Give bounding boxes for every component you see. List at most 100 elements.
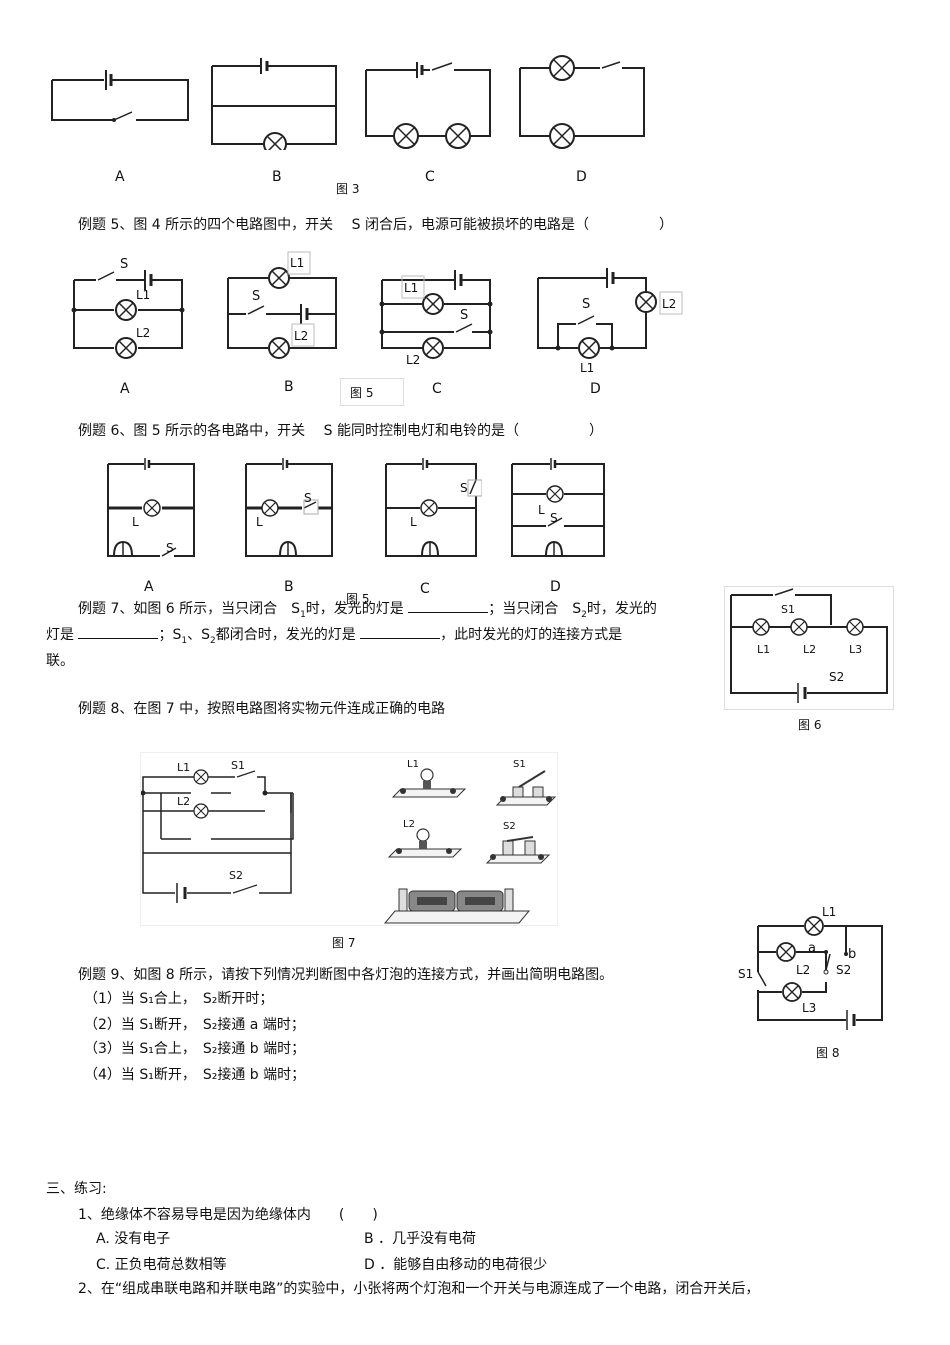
ex6-circuit-c: L S <box>382 456 482 564</box>
ex5c-s-label: S <box>460 308 468 323</box>
ex7-q-part4: 时，发光的 <box>586 601 657 617</box>
ex5-label-a: A <box>120 381 130 397</box>
ex7-question-line2: 灯是 ；S1、S2都闭合时，发光的灯是 ，此时发光的灯的连接方式是 <box>46 626 623 646</box>
practice-q1-option-c[interactable]: C. 正负电荷总数相等 <box>96 1257 227 1273</box>
ex7-blank-3[interactable] <box>360 626 441 639</box>
ex5a-s-label: S <box>120 257 128 272</box>
ex8-switch-s2: S2 <box>485 821 551 864</box>
ex6-label-c: C <box>420 581 430 597</box>
ex8-battery-box <box>383 888 531 924</box>
ex8-schem-l2: L2 <box>177 795 190 808</box>
ex9-l3-label: L3 <box>802 1001 816 1015</box>
ex7-question-line3: 联。 <box>46 653 74 669</box>
ex8-schem-s2: S2 <box>229 869 243 882</box>
ex6b-l-label: L <box>256 515 263 529</box>
practice-q1-option-b[interactable]: B ．几乎没有电荷 <box>364 1231 477 1247</box>
ex8-caption: 图 7 <box>332 936 356 950</box>
ex8-phys-l2: L2 <box>403 819 415 830</box>
fig3-circuit-a <box>48 62 193 132</box>
ex5d-s-label: S <box>582 297 590 312</box>
ex7-blank-1[interactable] <box>408 600 489 613</box>
ex5d-l1-label: L1 <box>580 361 594 375</box>
ex5-circuit-c: L1 S L2 <box>378 260 498 370</box>
ex5a-l1-label: L1 <box>136 288 150 302</box>
ex9-item-4: （4）当 S₁断开， S₂接通 b 端时； <box>84 1067 306 1083</box>
ex9-item-3: （3）当 S₁合上， S₂接通 b 端时； <box>84 1041 306 1057</box>
ex7-question-line1: 例题 7、如图 6 所示，当只闭合 S1时，发光的灯是 ；当只闭合 S2时，发光… <box>78 600 657 620</box>
fig3-label-a: A <box>115 169 125 185</box>
ex9-item-1: （1）当 S₁合上， S₂断开时； <box>84 991 274 1007</box>
ex7-q-part2: 时，发光的灯是 <box>305 601 404 617</box>
fig3-circuit-b <box>208 56 340 150</box>
ex7-l3-label: L3 <box>849 643 862 656</box>
ex7-q-line2c: 、S <box>187 627 210 643</box>
ex5c-l2-label: L2 <box>406 353 420 367</box>
ex9-s2-label: S2 <box>836 963 851 977</box>
ex8-phys-s1: S1 <box>513 759 526 770</box>
ex5-caption-box <box>340 378 404 406</box>
practice-q1-option-a[interactable]: A. 没有电子 <box>96 1231 171 1247</box>
ex9-l2-label: L2 <box>796 963 810 977</box>
ex5b-l2-label: L2 <box>294 329 308 343</box>
ex5c-l1-label: L1 <box>404 281 418 295</box>
ex6-label-a: A <box>144 579 154 595</box>
ex9-circuit-fig8: L1 a b L2 S2 S1 L3 <box>736 902 892 1030</box>
ex5b-s-label: S <box>252 289 260 304</box>
ex6-circuit-a: L S <box>104 456 200 564</box>
ex8-question: 例题 8、在图 7 中，按照电路图将实物元件连成正确的电路 <box>78 701 446 717</box>
ex8-schem-l1: L1 <box>177 761 190 774</box>
ex5-label-c: C <box>432 381 442 397</box>
ex7-s2-label: S2 <box>829 670 844 684</box>
fig3-label-d: D <box>576 169 587 185</box>
ex7-q-line2b: ；S <box>158 627 182 643</box>
ex9-item-2: （2）当 S₁断开， S₂接通 a 端时； <box>84 1017 305 1033</box>
ex8-phys-l1: L1 <box>407 759 419 770</box>
ex7-q-part1: 例题 7、如图 6 所示，当只闭合 S <box>78 601 301 617</box>
fig3-caption: 图 3 <box>336 182 360 196</box>
practice-q1-option-d[interactable]: D ．能够自由移动的电荷很少 <box>364 1257 548 1273</box>
ex7-blank-2[interactable] <box>78 626 159 639</box>
ex6-label-d: D <box>550 579 561 595</box>
ex7-q-line2a: 灯是 <box>46 627 74 643</box>
ex6-circuit-b: L S <box>242 456 338 564</box>
practice-heading: 三、练习: <box>46 1181 107 1197</box>
ex8-schem-s1: S1 <box>231 759 245 772</box>
ex5-caption: 图 5 <box>350 386 374 400</box>
ex6d-l-label: L <box>538 503 545 517</box>
ex9-l1-label: L1 <box>822 905 836 919</box>
ex7-q-part3: ；当只闭合 S <box>488 601 582 617</box>
ex5-question: 例题 5、图 4 所示的四个电路图中，开关 S 闭合后，电源可能被损坏的电路是（… <box>78 217 673 233</box>
ex6c-s-label: S <box>460 481 468 495</box>
ex7-q-line2e: ，此时发光的灯的连接方式是 <box>440 627 623 643</box>
ex6b-s-label: S <box>304 491 312 505</box>
ex5-label-b: B <box>284 379 294 395</box>
ex6-label-b: B <box>284 579 294 595</box>
ex9-question: 例题 9、如图 8 所示，请按下列情况判断图中各灯泡的连接方式，并画出简明电路图… <box>78 967 614 983</box>
ex7-caption: 图 6 <box>798 718 822 732</box>
ex7-circuit-fig6: S1 L1 L2 L3 S2 <box>724 586 894 710</box>
ex6-circuit-d: L S <box>508 456 608 564</box>
ex7-q-line2d: 都闭合时，发光的灯是 <box>215 627 356 643</box>
ex9-a-label: a <box>808 941 816 956</box>
fig3-label-c: C <box>425 169 435 185</box>
ex8-bulb-l2: L2 <box>387 819 463 858</box>
ex6a-l-label: L <box>132 515 139 529</box>
ex6-question: 例题 6、图 5 所示的各电路中，开关 S 能同时控制电灯和电铃的是（ ） <box>78 423 603 439</box>
ex5-circuit-a: S L1 L2 <box>70 252 190 362</box>
ex5-label-d: D <box>590 381 601 397</box>
ex8-phys-s2: S2 <box>503 821 516 832</box>
ex8-bulb-l1: L1 <box>391 759 467 798</box>
ex8-switch-s1: S1 <box>495 759 557 806</box>
ex6-caption: 图 5 <box>346 592 370 606</box>
ex5a-l2-label: L2 <box>136 326 150 340</box>
ex5b-l1-label: L1 <box>290 256 304 270</box>
ex5d-l2-label: L2 <box>662 297 676 311</box>
fig3-circuit-c <box>362 56 494 150</box>
ex8-figure7: L1 S1 L2 S2 L1 S1 L2 <box>140 752 558 926</box>
ex5-circuit-d: S L2 L1 <box>532 260 692 378</box>
fig3-circuit-d <box>516 54 648 150</box>
ex7-l1-label: L1 <box>757 643 770 656</box>
ex7-l2-label: L2 <box>803 643 816 656</box>
ex9-caption: 图 8 <box>816 1046 840 1060</box>
ex5-circuit-b: L1 S L2 <box>224 250 344 362</box>
